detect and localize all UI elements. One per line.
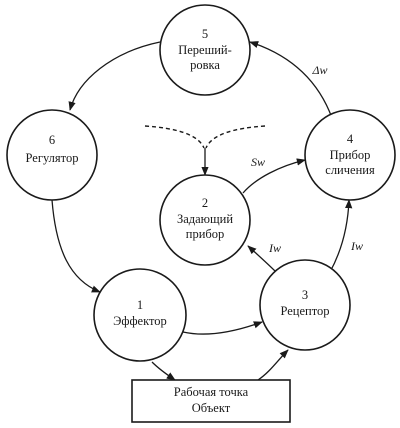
- node-6-label-line1: Регулятор: [26, 151, 79, 165]
- node-4-label-line2: сличения: [325, 163, 375, 177]
- node-2-number: 2: [202, 196, 208, 210]
- node-1-label-line1: Эффектор: [113, 314, 167, 328]
- edge-6-to-1: [51, 199, 101, 293]
- edge-label-i-w-to-2: Iw: [268, 241, 281, 255]
- node-4-label-line1: Прибор: [330, 148, 371, 162]
- node-6-number: 6: [49, 133, 55, 147]
- node-3-number: 3: [302, 288, 308, 302]
- edge-2-to-4: [242, 158, 306, 194]
- edge-5-to-6: [68, 41, 161, 111]
- node-2-label-line1: Задающий: [177, 212, 233, 226]
- node-5: 5 Переший- ровка: [159, 4, 251, 96]
- node-1-number: 1: [137, 298, 143, 312]
- edge-box-to-3: [257, 349, 289, 381]
- edge-4-to-5: [249, 41, 333, 119]
- edge-label-i-w-to-4: Iw: [350, 239, 363, 253]
- edge-3-to-4: [329, 199, 353, 273]
- node-3-label-line1: Рецептор: [280, 304, 329, 318]
- node-4-number: 4: [347, 132, 354, 146]
- edge-1-to-box: [151, 361, 176, 381]
- node-4: 4 Прибор сличения: [304, 109, 396, 201]
- node-3: 3 Рецептор: [259, 259, 351, 351]
- node-2-label-line2: прибор: [186, 227, 225, 241]
- edge-1-to-3: [182, 321, 263, 335]
- node-5-label-line2: ровка: [190, 58, 220, 72]
- object-box-label-line1: Рабочая точка: [174, 385, 249, 399]
- node-6: 6 Регулятор: [6, 109, 98, 201]
- edge-label-delta-w: Δw: [311, 63, 327, 77]
- node-5-number: 5: [202, 27, 208, 41]
- node-1: 1 Эффектор: [93, 268, 187, 362]
- object-box-label-line2: Объект: [192, 401, 231, 415]
- node-5-label-line1: Переший-: [178, 43, 232, 57]
- edge-3-to-2: [247, 245, 277, 273]
- edge-label-s-w: Sw: [251, 155, 265, 169]
- node-2: 2 Задающий прибор: [159, 174, 251, 266]
- dashed-input-left: [144, 125, 205, 149]
- object-box: Рабочая точка Объект: [131, 379, 291, 423]
- dashed-input-right: [205, 125, 266, 149]
